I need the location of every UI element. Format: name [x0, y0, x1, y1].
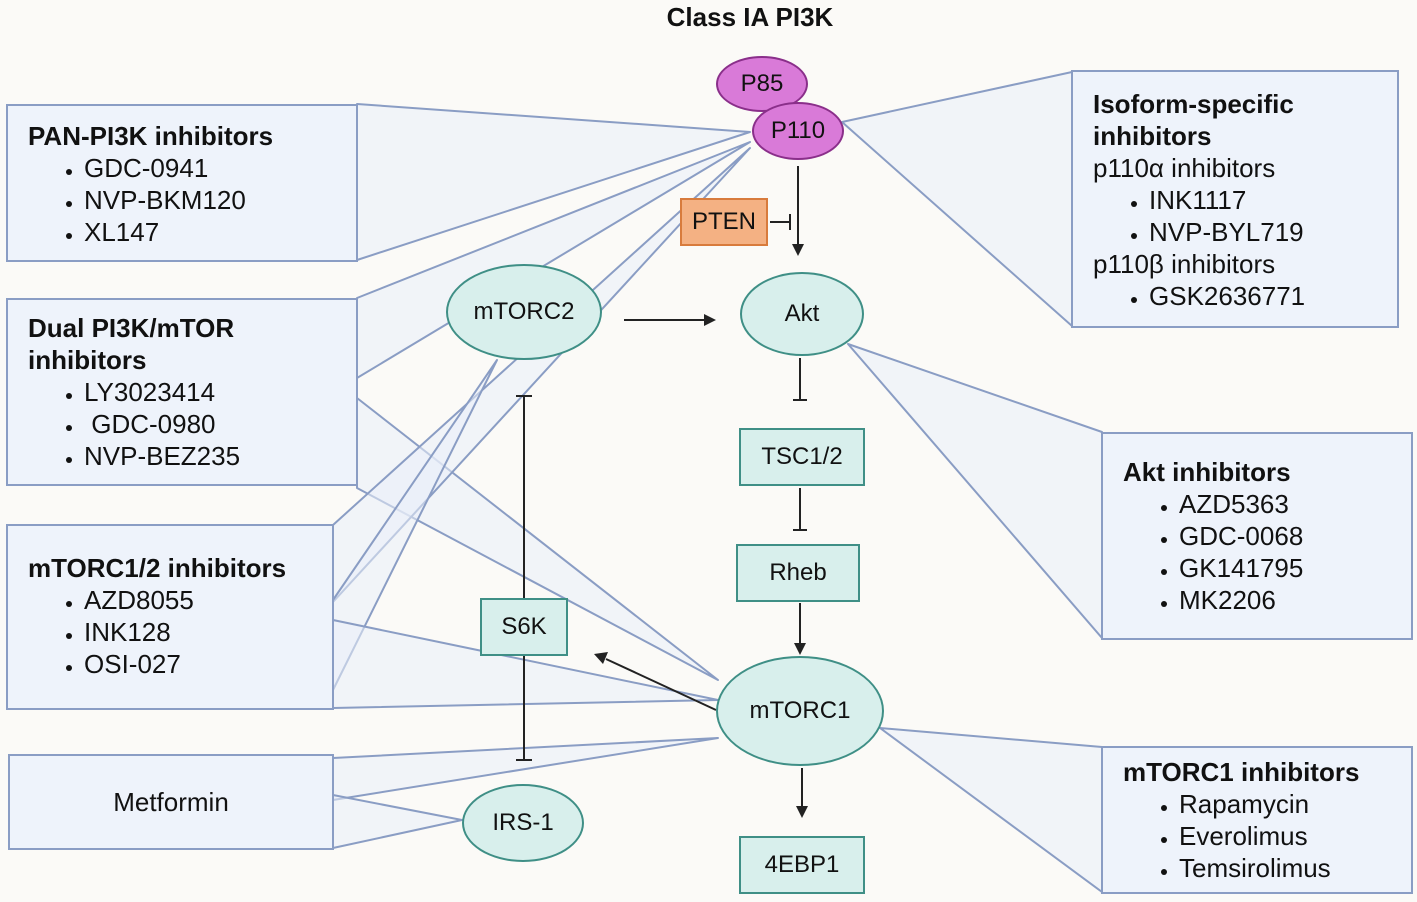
- p85-label: P85: [740, 70, 784, 97]
- mtorc12-list: AZD8055 INK128 OSI-027: [28, 584, 312, 680]
- isoform-specific-inhibitors-box: Isoform-specific inhibitors p110α inhibi…: [1071, 70, 1399, 328]
- akt-inhibitors-box: Akt inhibitors AZD5363 GDC-0068 GK141795…: [1101, 432, 1413, 640]
- diagram-title: Class IA PI3K: [666, 2, 834, 32]
- mtorc1-label: mTORC1: [749, 697, 851, 724]
- arrowhead: [796, 806, 808, 818]
- p110b-subheading: p110β inhibitors: [1093, 249, 1276, 279]
- mtorc2-node: mTORC2: [446, 264, 602, 360]
- s6k-node: S6K: [480, 598, 568, 656]
- dual-pi3k-mtor-inhibitors-box: Dual PI3K/mTOR inhibitors LY3023414 GDC-…: [6, 298, 358, 486]
- pten-node: PTEN: [680, 198, 768, 246]
- list-item: OSI-027: [84, 648, 312, 680]
- p110b-list: GSK2636771: [1093, 280, 1377, 312]
- pan-pi3k-inhibitors-box: PAN-PI3K inhibitors GDC-0941 NVP-BKM120 …: [6, 104, 358, 262]
- list-item: MK2206: [1179, 584, 1391, 616]
- metformin-label: Metformin: [113, 787, 229, 817]
- list-item: Temsirolimus: [1179, 852, 1391, 884]
- 4ebp1-label: 4EBP1: [764, 851, 840, 878]
- list-item: XL147: [84, 216, 336, 248]
- 4ebp1-node: 4EBP1: [739, 836, 865, 894]
- rheb-label: Rheb: [769, 559, 827, 586]
- pan-pi3k-list: GDC-0941 NVP-BKM120 XL147: [28, 152, 336, 248]
- akt-list: AZD5363 GDC-0068 GK141795 MK2206: [1123, 488, 1391, 616]
- tsc-node: TSC1/2: [739, 428, 865, 486]
- pan-pi3k-heading: PAN-PI3K inhibitors: [28, 121, 274, 151]
- akt-label: Akt: [784, 300, 820, 327]
- list-item: INK1117: [1149, 184, 1377, 216]
- list-item: INK128: [84, 616, 312, 648]
- arrowhead: [594, 652, 608, 664]
- arrowhead: [794, 643, 806, 655]
- mtorc12-heading: mTORC1/2 inhibitors: [28, 553, 287, 583]
- dual-heading: Dual PI3K/mTOR inhibitors: [28, 313, 235, 375]
- mtorc1-s6k-arrow: [605, 658, 717, 711]
- pten-label: PTEN: [691, 208, 756, 235]
- mtorc2-label: mTORC2: [473, 298, 575, 325]
- p110a-list: INK1117 NVP-BYL719: [1093, 184, 1377, 248]
- list-item: NVP-BKM120: [84, 184, 336, 216]
- mtorc1-inhibitors-box: mTORC1 inhibitors Rapamycin Everolimus T…: [1101, 746, 1413, 894]
- isoform-heading: Isoform-specific inhibitors: [1093, 89, 1294, 151]
- dual-list: LY3023414 GDC-0980 NVP-BEZ235: [28, 376, 336, 472]
- list-item: GDC-0980: [84, 408, 336, 440]
- arrowhead: [792, 244, 804, 256]
- metformin-box: Metformin: [8, 754, 334, 850]
- mtorc1-inhibitor-connector: [879, 727, 1103, 893]
- p110a-subheading: p110α inhibitors: [1093, 153, 1276, 183]
- s6k-label: S6K: [501, 613, 547, 640]
- mtorc1-inhibitors-list: Rapamycin Everolimus Temsirolimus: [1123, 788, 1391, 884]
- list-item: GDC-0068: [1179, 520, 1391, 552]
- irs1-node: IRS-1: [462, 784, 584, 862]
- list-item: Everolimus: [1179, 820, 1391, 852]
- list-item: AZD5363: [1179, 488, 1391, 520]
- rheb-node: Rheb: [736, 544, 860, 602]
- list-item: NVP-BEZ235: [84, 440, 336, 472]
- arrowhead: [704, 314, 716, 326]
- irs1-label: IRS-1: [492, 809, 554, 836]
- list-item: NVP-BYL719: [1149, 216, 1377, 248]
- mtorc1-inhibitors-heading: mTORC1 inhibitors: [1123, 757, 1360, 787]
- list-item: Rapamycin: [1179, 788, 1391, 820]
- p110-node: P110: [752, 102, 844, 160]
- list-item: GSK2636771: [1149, 280, 1377, 312]
- tsc-label: TSC1/2: [761, 443, 843, 470]
- akt-connector: [847, 343, 1103, 639]
- isoform-connector: [841, 71, 1073, 327]
- akt-heading: Akt inhibitors: [1123, 457, 1291, 487]
- akt-node: Akt: [740, 272, 864, 356]
- list-item: AZD8055: [84, 584, 312, 616]
- list-item: LY3023414: [84, 376, 336, 408]
- list-item: GDC-0941: [84, 152, 336, 184]
- metformin-connector-irs1: [332, 794, 463, 849]
- p110-label: P110: [770, 117, 826, 144]
- mtorc12-inhibitors-box: mTORC1/2 inhibitors AZD8055 INK128 OSI-0…: [6, 524, 334, 710]
- mtorc1-node: mTORC1: [716, 656, 884, 766]
- list-item: GK141795: [1179, 552, 1391, 584]
